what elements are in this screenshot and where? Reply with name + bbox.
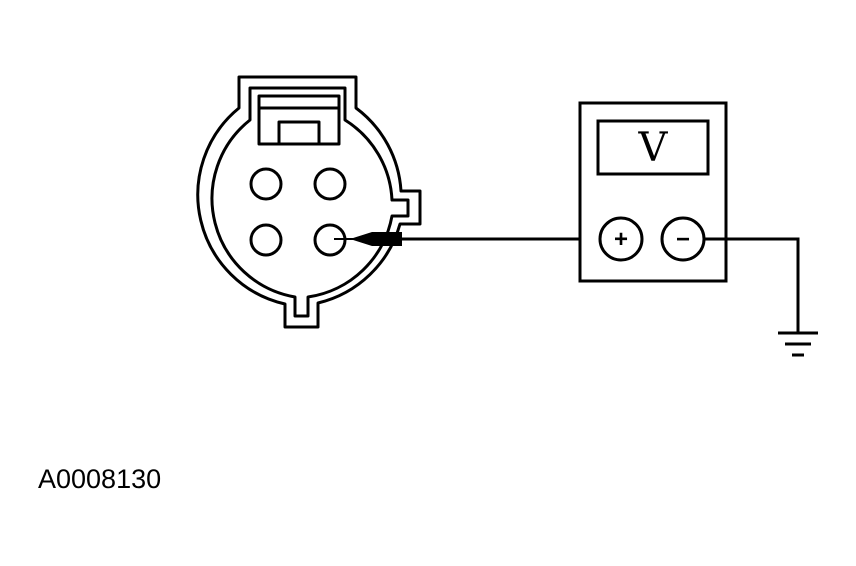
meter-display: [596, 119, 710, 176]
meter-display-symbol: V: [638, 125, 669, 171]
positive-terminal-symbol: +: [614, 226, 628, 253]
connector-pins: [249, 167, 347, 257]
test-probe-icon: [334, 232, 402, 246]
figure-id: A0008130: [38, 464, 162, 494]
negative-terminal-symbol: −: [676, 226, 690, 253]
connector-pin: [249, 167, 283, 201]
test-lead-negative: [704, 237, 800, 333]
connector-pin: [313, 167, 347, 201]
voltmeter-icon: V + −: [578, 101, 728, 283]
connector-pin: [249, 223, 283, 257]
electrical-connector-icon: [196, 75, 422, 329]
positive-terminal: [598, 216, 644, 262]
ground-symbol-icon: [778, 331, 818, 357]
